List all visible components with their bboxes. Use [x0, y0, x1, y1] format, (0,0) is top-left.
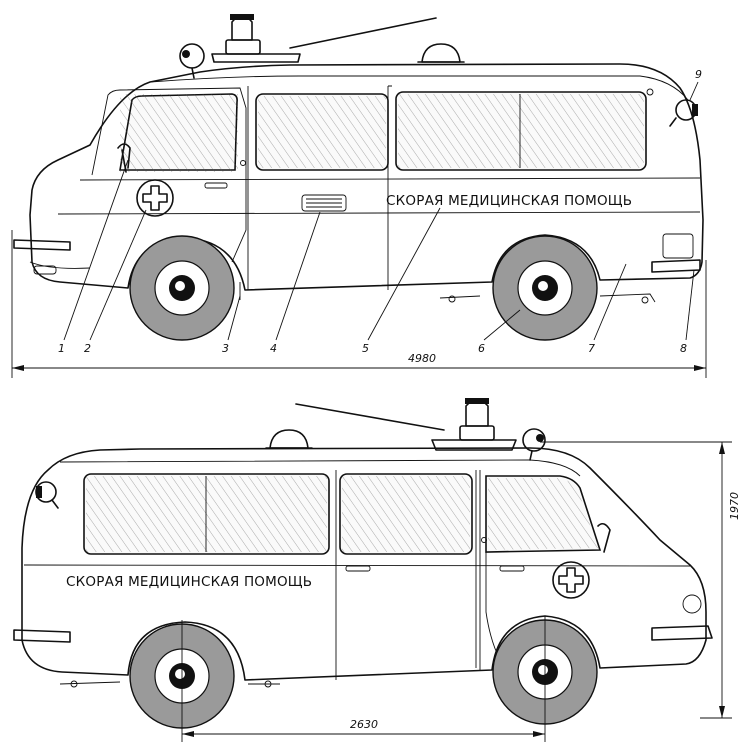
callout-2: 2: [84, 342, 91, 355]
front-lower-panel: [29, 261, 91, 269]
van-body-outline-lower: [21, 447, 707, 681]
callout-8: 8: [680, 342, 687, 355]
antenna: [289, 17, 437, 49]
callout-3: 3: [222, 342, 229, 355]
callout-leaders: [63, 81, 699, 341]
callout-5: 5: [362, 342, 369, 355]
spot-light-rear: [669, 99, 698, 127]
wheelbase-value: 2630: [350, 718, 378, 731]
vent-slats: [306, 198, 342, 208]
rear-hook-lower: [70, 680, 78, 688]
step-bracket-lower: [264, 680, 272, 688]
side-view-right-facing: СКОРАЯ МЕДИЦИНСКАЯ ПОМОЩЬ: [13, 398, 741, 742]
side-window-rear-lower-hatch: [86, 476, 327, 552]
vehicle-sign-bottom: СКОРАЯ МЕДИЦИНСКАЯ ПОМОЩЬ: [66, 574, 312, 590]
roof-line: [149, 75, 689, 101]
side-view-left-facing: СКОРАЯ МЕДИЦИНСКАЯ ПОМОЩЬ: [11, 14, 707, 378]
callout-6: 6: [478, 342, 485, 355]
rear-marker: [646, 88, 654, 96]
sliding-door-handle-lower: [345, 565, 371, 572]
red-cross-icon-lower: [558, 567, 584, 593]
cross-emblem-circle: [136, 179, 174, 217]
belt-line-lower: [23, 564, 691, 567]
height-dimension: 1970: [540, 441, 741, 719]
headlight: [682, 594, 702, 614]
rear-light: [662, 233, 694, 259]
rear-bumper-lower: [13, 629, 71, 643]
callout-9: 9: [695, 68, 702, 81]
cross-emblem-circle-lower: [552, 561, 590, 599]
callout-numbers: 1 2 3 4 5 6 7 8 9: [58, 68, 702, 355]
rear-hook: [641, 296, 649, 304]
door-handle: [204, 182, 228, 189]
sliding-door: [247, 85, 392, 290]
spot-light-front-lower: [522, 428, 546, 461]
tow-hook: [448, 295, 456, 303]
front-door-handle-lower: [499, 565, 525, 572]
fog-lamp: [33, 265, 57, 275]
front-bumper: [13, 239, 71, 251]
spot-light-front: [179, 43, 205, 79]
length-dimension: 4980: [11, 230, 707, 378]
callout-7: 7: [588, 342, 595, 355]
spot-light-rear-lower: [35, 481, 59, 509]
overall-length-value: 4980: [408, 352, 436, 365]
door-hinge: [240, 160, 246, 166]
belt-line: [57, 211, 701, 215]
door-hinge-lower: [481, 537, 487, 543]
rear-wheel: [492, 235, 598, 341]
callout-1: 1: [58, 342, 65, 355]
underbody-lower: [59, 681, 280, 685]
side-window-rear-hatch: [398, 94, 644, 168]
front-door-window-lower-hatch: [488, 478, 598, 550]
side-window-middle-lower-hatch: [342, 476, 470, 552]
door-seams-lower: [335, 470, 481, 680]
vehicle-sign-top: СКОРАЯ МЕДИЦИНСКАЯ ПОМОЩЬ: [386, 193, 632, 209]
exhaust-pipe: [439, 293, 656, 303]
front-window-hatch: [120, 94, 238, 172]
front-bumper-lower: [651, 625, 713, 641]
side-mirror-lower: [597, 522, 611, 553]
roof-lamp-lower: [265, 429, 313, 449]
wheelbase-dimension: 2630: [181, 616, 546, 742]
red-cross-icon: [142, 185, 168, 211]
height-value: 1970: [728, 492, 741, 520]
roof-lamp-rear: [417, 43, 465, 63]
belt-line-upper: [79, 177, 701, 181]
beacon-light-lower: [431, 398, 517, 451]
vent-grille: [301, 194, 347, 212]
rear-bumper: [651, 259, 701, 273]
front-door: [91, 87, 247, 263]
side-window-middle-hatch: [258, 96, 386, 168]
beacon-light: [211, 14, 301, 63]
antenna-lower: [295, 403, 445, 431]
callout-4: 4: [270, 342, 277, 355]
front-wheel: [129, 235, 235, 341]
